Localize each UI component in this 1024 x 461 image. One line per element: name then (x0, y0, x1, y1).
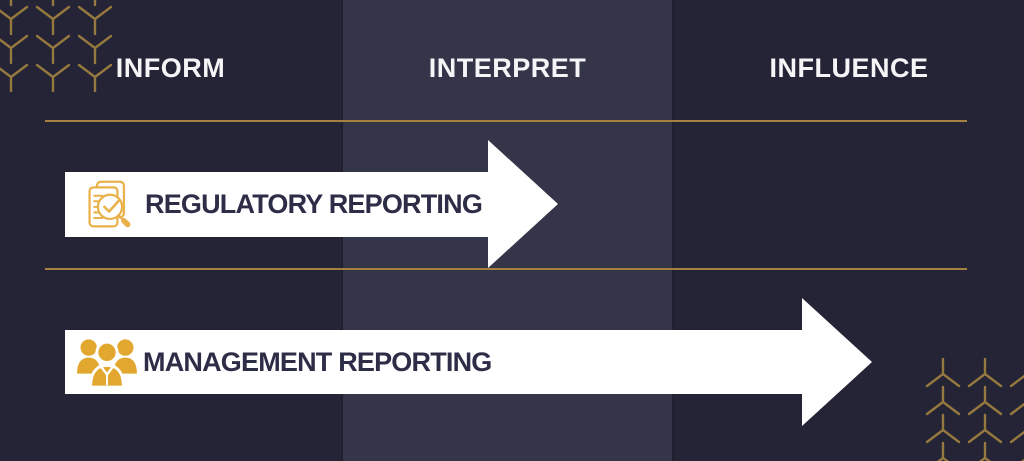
regulatory-reporting-arrow: REGULATORY REPORTING (65, 172, 488, 237)
management-reporting-arrow: MANAGEMENT REPORTING (65, 330, 802, 394)
regulatory-reporting-arrow-head-icon (488, 140, 558, 268)
divider-line-middle (45, 268, 967, 270)
corner-pattern-bottom-right-icon (925, 357, 1024, 461)
regulatory-reporting-label: REGULATORY REPORTING (145, 189, 483, 219)
management-reporting-arrow-head-icon (802, 298, 872, 426)
column-header-inform: INFORM (115, 53, 226, 83)
document-check-magnifier-icon (81, 179, 139, 231)
column-header-interpret: INTERPRET (428, 53, 587, 83)
management-reporting-label: MANAGEMENT REPORTING (143, 346, 492, 377)
column-headers-row: INFORM INTERPRET INFLUENCE (0, 52, 1024, 84)
people-group-icon (76, 335, 138, 389)
column-header-influence: INFLUENCE (769, 53, 929, 83)
divider-line-top (45, 120, 967, 122)
